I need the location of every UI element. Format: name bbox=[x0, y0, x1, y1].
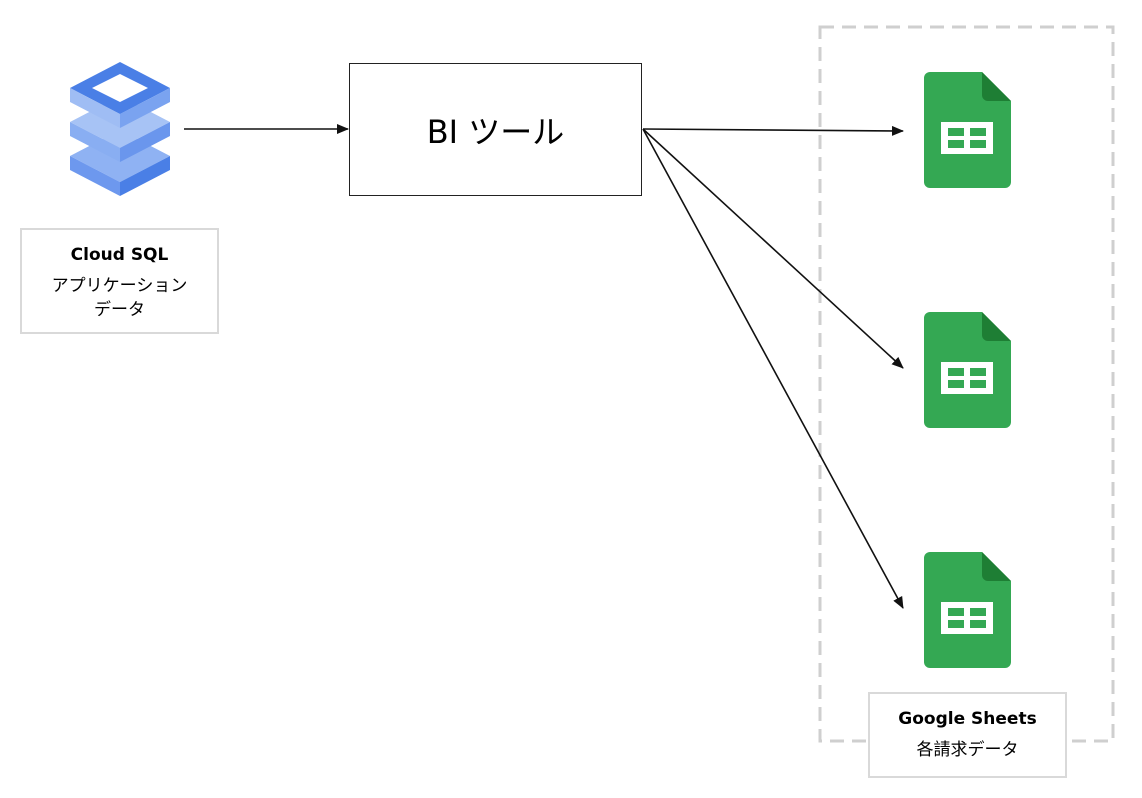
cloud-sql-subtitle-line2: データ bbox=[94, 300, 145, 320]
google-sheets-title: Google Sheets bbox=[898, 709, 1037, 729]
google-sheets-label-box: Google Sheets 各請求データ bbox=[868, 692, 1067, 778]
google-sheets-icon bbox=[924, 312, 1011, 428]
bi-tool-box: BI ツール bbox=[349, 63, 642, 196]
cloud-sql-title: Cloud SQL bbox=[70, 245, 169, 265]
arrow-bi-to-sheet-1 bbox=[642, 125, 904, 136]
google-sheets-icon bbox=[924, 72, 1011, 188]
cloud-sql-database-icon bbox=[70, 62, 170, 196]
cloud-sql-label-box: Cloud SQL アプリケーション データ bbox=[20, 228, 219, 334]
cloud-sql-subtitle-line1: アプリケーション bbox=[51, 276, 188, 296]
bi-tool-label: BI ツール bbox=[426, 112, 565, 151]
arrow-bi-to-sheet-2 bbox=[642, 128, 904, 369]
arrow-bi-to-sheet-3 bbox=[642, 128, 904, 609]
google-sheets-subtitle: 各請求データ bbox=[916, 740, 1019, 760]
google-sheets-icon bbox=[924, 552, 1011, 668]
